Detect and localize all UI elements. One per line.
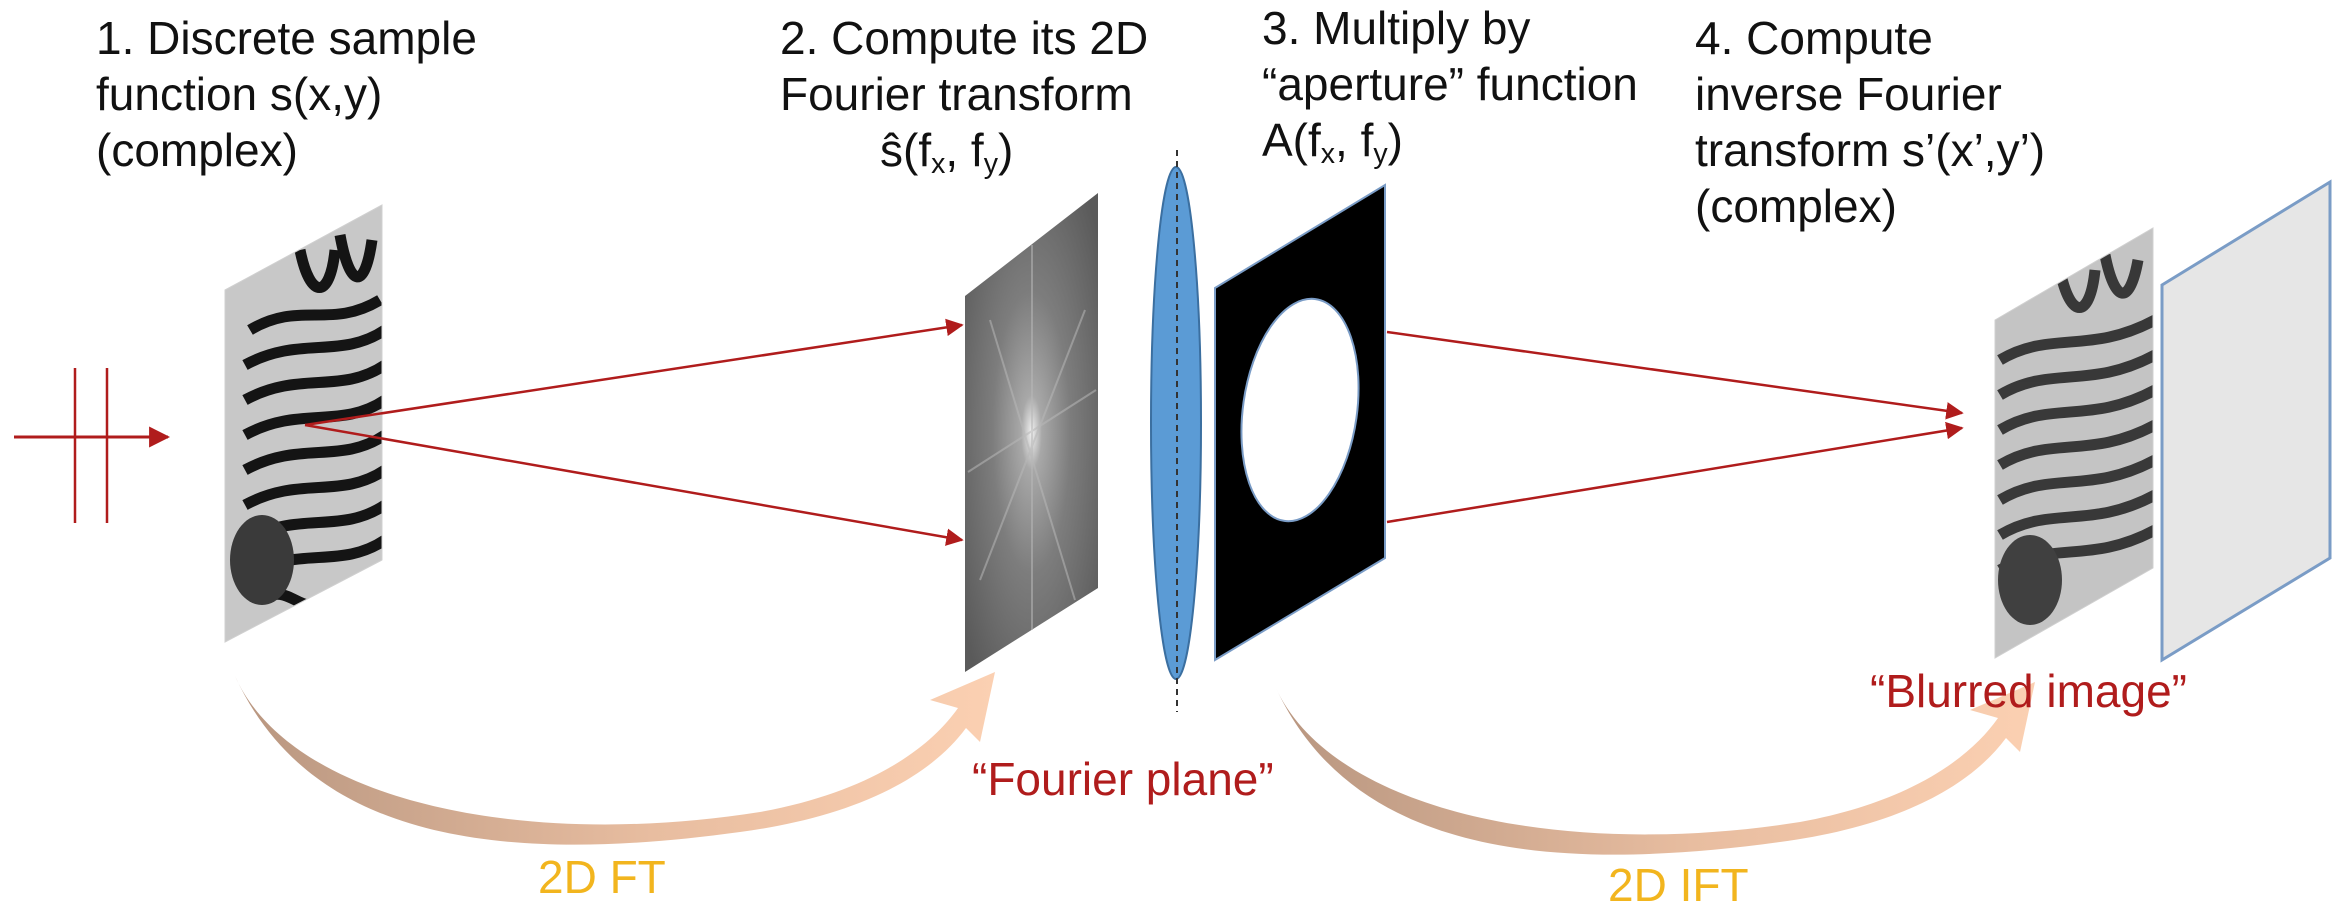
ift-label: 2D IFT <box>1608 858 1749 904</box>
ray-upper-1 <box>305 325 962 425</box>
step-2-formula-sub1: x <box>931 148 945 180</box>
step-3-formula-start: A(f <box>1262 114 1321 166</box>
step-4-line-1: 4. Compute <box>1695 10 2045 66</box>
step-3-formula-mid: , f <box>1335 114 1373 166</box>
fourier-plane-label: “Fourier plane” <box>972 752 1274 806</box>
step-4-line-3: transform s’(x’,y’) <box>1695 122 2045 178</box>
ft-arc-arrow <box>235 672 995 845</box>
ray-lower-2 <box>1387 428 1962 522</box>
step-3-formula: A(fx, fy) <box>1262 112 1638 168</box>
step-1-line-2: function s(x,y) <box>96 66 477 122</box>
blurred-image-label: “Blurred image” <box>1870 664 2187 718</box>
step-2-formula-start: ŝ(f <box>880 124 931 176</box>
step-2-formula-sub2: y <box>984 148 998 180</box>
step-3-formula-sub1: x <box>1321 138 1335 170</box>
step-2-line-1: 2. Compute its 2D <box>780 10 1148 66</box>
step-4-label: 4. Compute inverse Fourier transform s’(… <box>1695 10 2045 234</box>
step-3-formula-sub2: y <box>1373 138 1387 170</box>
step-3-line-1: 3. Multiply by <box>1262 0 1638 56</box>
step-1-line-3: (complex) <box>96 122 477 178</box>
step-3-label: 3. Multiply by “aperture” function A(fx,… <box>1262 0 1638 168</box>
step-4-line-4: (complex) <box>1695 178 2045 234</box>
step-4-line-2: inverse Fourier <box>1695 66 2045 122</box>
step-1-line-1: 1. Discrete sample <box>96 10 477 66</box>
ft-label: 2D FT <box>538 850 666 904</box>
ray-lower-1 <box>305 425 962 540</box>
step-2-line-2: Fourier transform <box>780 66 1148 122</box>
step-3-formula-end: ) <box>1388 114 1403 166</box>
step-3-line-2: “aperture” function <box>1262 56 1638 112</box>
step-2-formula-mid: , f <box>945 124 983 176</box>
step-2-label: 2. Compute its 2D Fourier transform ŝ(fx… <box>780 10 1148 178</box>
step-1-label: 1. Discrete sample function s(x,y) (comp… <box>96 10 477 178</box>
detector-screen <box>2162 182 2330 660</box>
step-2-formula: ŝ(fx, fy) <box>780 122 1148 178</box>
zebra-image-blurred <box>1990 220 2160 670</box>
step-2-formula-end: ) <box>998 124 1013 176</box>
ray-upper-2 <box>1387 332 1962 413</box>
